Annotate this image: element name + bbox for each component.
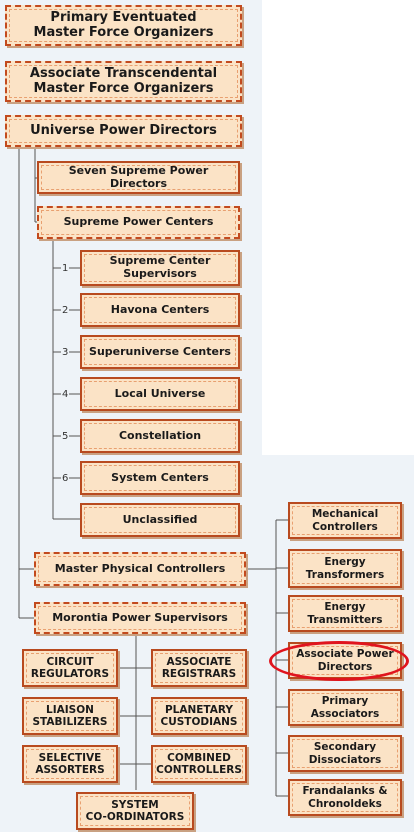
center-number-6: 6 [61, 473, 70, 484]
right-label-associate-power: Associate Power Directors [296, 648, 394, 673]
system-coordinators-label: SYSTEM CO-ORDINATORS [85, 798, 185, 823]
right-box-associate-power: Associate Power Directors [288, 642, 402, 679]
center-number-5: 5 [61, 431, 70, 442]
associate-transcendental-box: Associate Transcendental Master Force Or… [5, 61, 242, 102]
morontia-power-supervisors-label: Morontia Power Supervisors [52, 610, 228, 624]
associate-transcendental-label: Associate Transcendental Master Force Or… [29, 65, 218, 96]
right-label-frandalanks: Frandalanks & Chronoldeks [302, 785, 388, 810]
right-label-secondary-dissociators: Secondary Dissociators [308, 741, 382, 766]
right-box-secondary-dissociators: Secondary Dissociators [288, 735, 402, 772]
center-box-4: Local Universe [80, 377, 240, 411]
center-number-1: 1 [61, 263, 70, 274]
universe-power-directors-box: Universe Power Directors [5, 115, 242, 147]
center-number-4: 4 [61, 389, 70, 400]
center-box-5: Constellation [80, 419, 240, 453]
center-label-5: Constellation [118, 428, 202, 442]
seven-supreme-box: Seven Supreme Power Directors [37, 161, 240, 194]
master-physical-controllers-label: Master Physical Controllers [54, 561, 226, 575]
selective-assorters-label: SELECTIVE ASSORTERS [35, 751, 105, 776]
right-box-transmitters: Energy Transmitters [288, 595, 402, 632]
center-label-4: Local Universe [114, 386, 206, 400]
seven-supreme-label: Seven Supreme Power Directors [68, 163, 209, 190]
liaison-stabilizers-box: LIAISON STABILIZERS [22, 697, 118, 735]
right-box-frandalanks: Frandalanks & Chronoldeks [288, 779, 402, 816]
master-physical-controllers-box: Master Physical Controllers [34, 552, 246, 586]
circuit-regulators-box: CIRCUIT REGULATORS [22, 649, 118, 687]
center-box-3: Superuniverse Centers [80, 335, 240, 369]
right-label-transmitters: Energy Transmitters [307, 601, 383, 626]
center-number-3: 3 [61, 347, 70, 358]
center-label-3: Superuniverse Centers [89, 344, 231, 358]
center-label-6: System Centers [111, 470, 209, 484]
right-box-primary-associators: Primary Associators [288, 689, 402, 726]
planetary-custodians-box: PLANETARY CUSTODIANS [151, 697, 247, 735]
center-label-1: Supreme Center Supervisors [109, 254, 211, 280]
center-box-1: Supreme Center Supervisors [80, 250, 240, 286]
universe-power-directors-label: Universe Power Directors [30, 122, 217, 138]
combined-controllers-box: COMBINED CONTROLLERS [151, 745, 247, 783]
morontia-power-supervisors-box: Morontia Power Supervisors [34, 602, 246, 634]
center-box-2: Havona Centers [80, 293, 240, 327]
primary-eventuated-box: Primary Eventuated Master Force Organize… [5, 5, 242, 46]
liaison-stabilizers-label: LIAISON STABILIZERS [32, 703, 108, 728]
right-label-mechanical: Mechanical Controllers [311, 508, 379, 533]
right-label-transformers: Energy Transformers [305, 556, 385, 581]
supreme-power-centers-label: Supreme Power Centers [63, 215, 214, 229]
center-label-7: Unclassified [122, 512, 198, 526]
associate-registrars-box: ASSOCIATE REGISTRARS [151, 649, 247, 687]
combined-controllers-label: COMBINED CONTROLLERS [156, 751, 242, 776]
circuit-regulators-label: CIRCUIT REGULATORS [30, 655, 110, 680]
supreme-power-centers-box: Supreme Power Centers [37, 206, 240, 239]
system-coordinators-box: SYSTEM CO-ORDINATORS [76, 792, 194, 830]
planetary-custodians-label: PLANETARY CUSTODIANS [160, 703, 238, 728]
associate-registrars-label: ASSOCIATE REGISTRARS [161, 655, 237, 680]
center-number-2: 2 [61, 305, 70, 316]
center-box-6: System Centers [80, 461, 240, 495]
right-box-mechanical: Mechanical Controllers [288, 502, 402, 539]
center-label-2: Havona Centers [110, 302, 210, 316]
primary-eventuated-label: Primary Eventuated Master Force Organize… [33, 9, 214, 40]
selective-assorters-box: SELECTIVE ASSORTERS [22, 745, 118, 783]
center-box-7: Unclassified [80, 503, 240, 537]
right-label-primary-associators: Primary Associators [310, 695, 380, 720]
right-box-transformers: Energy Transformers [288, 549, 402, 588]
